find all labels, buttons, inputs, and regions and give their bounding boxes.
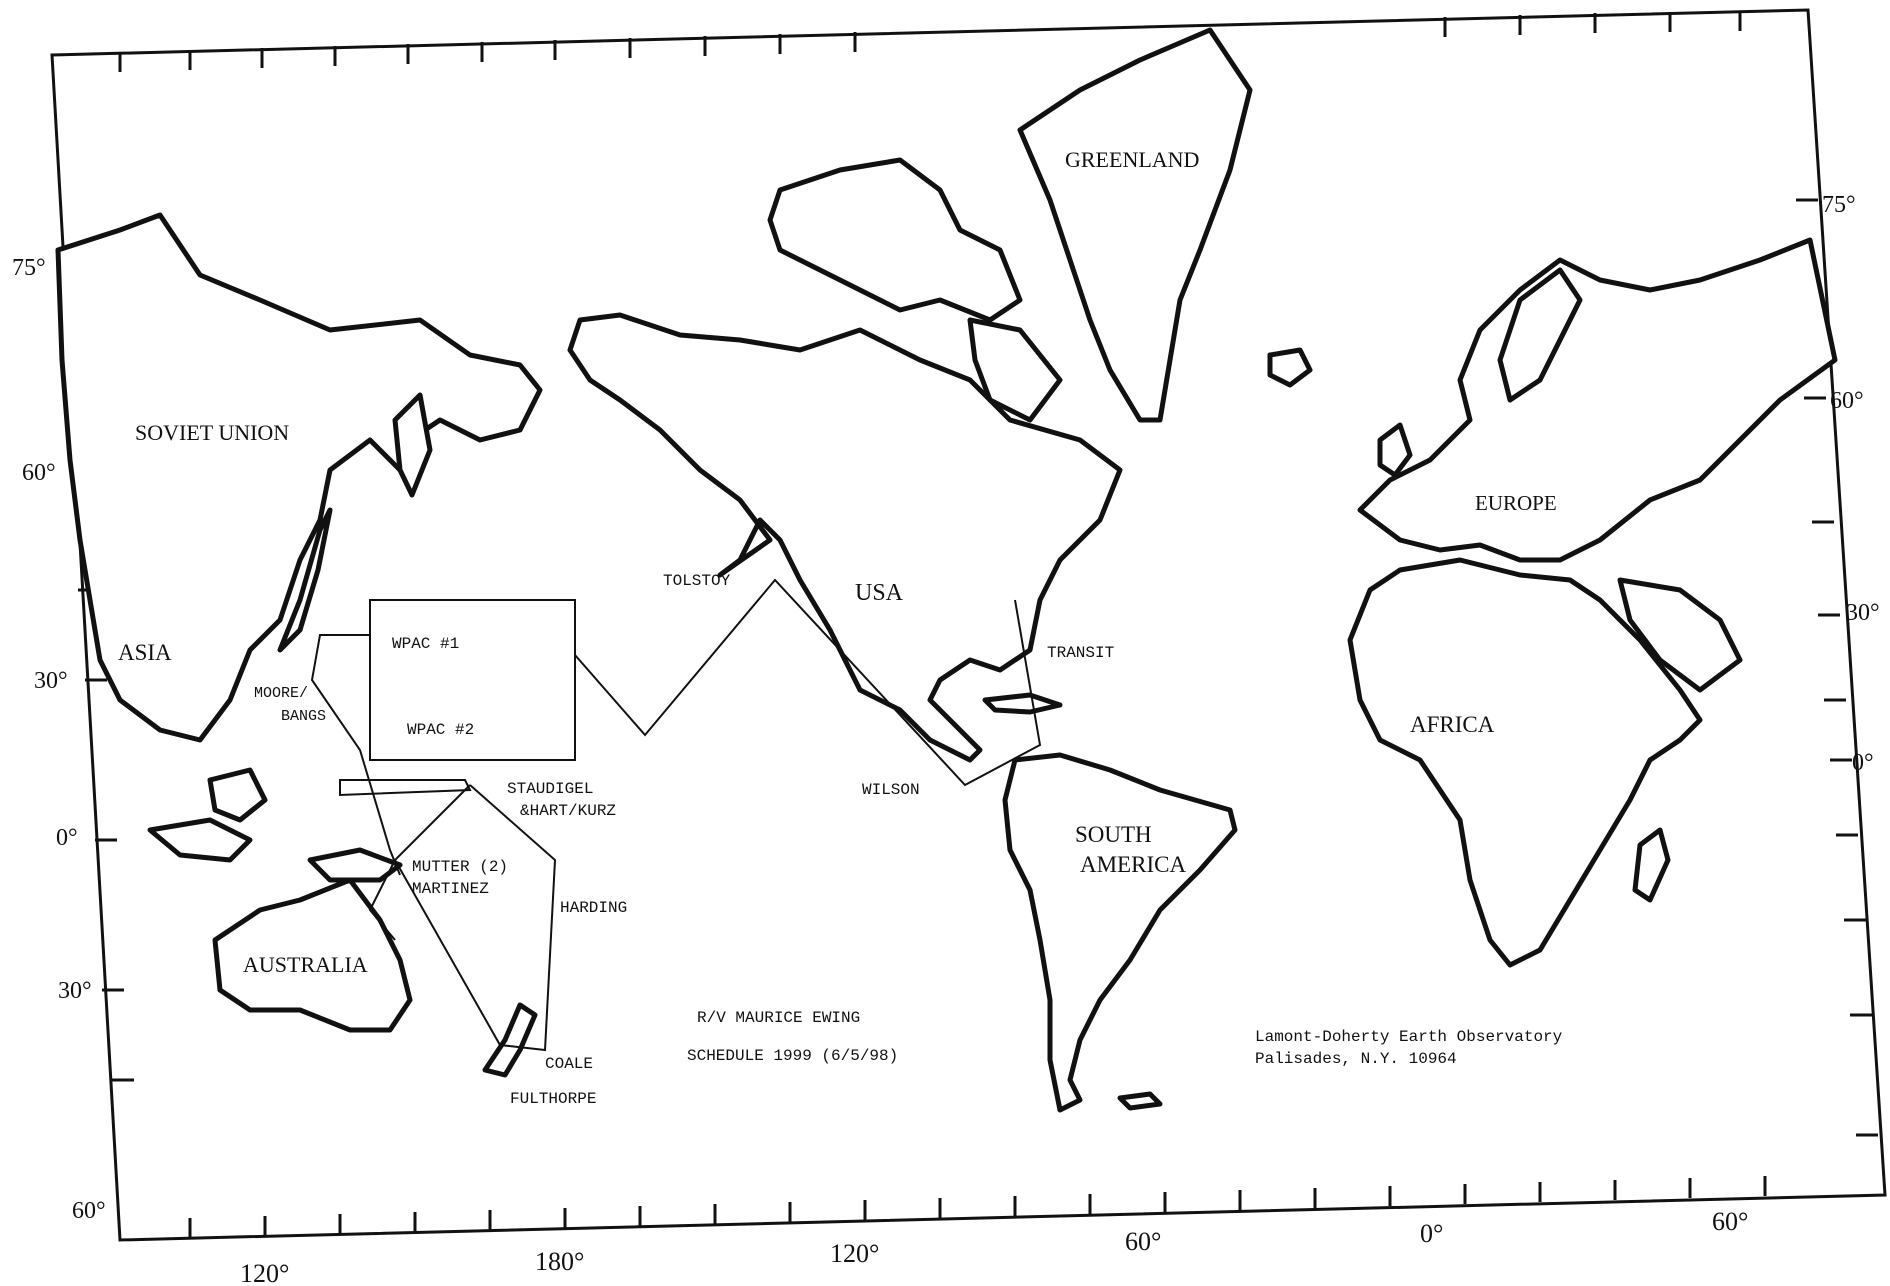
lon-bottom-0: 120° [240, 1259, 289, 1286]
lat-right-3: 0° [1852, 750, 1874, 776]
lon-bottom-3: 60° [1125, 1227, 1161, 1256]
lat-left-2: 30° [34, 668, 68, 694]
japan [277, 507, 333, 653]
label-wilson: WILSON [862, 781, 920, 799]
latitude-labels-right: 75° 60° 30° 0° [1822, 192, 1880, 776]
label-staudigel: STAUDIGEL [507, 780, 593, 798]
lat-right-1: 60° [1830, 388, 1864, 414]
new-zealand [482, 1002, 538, 1078]
label-hart-kurz: &HART/KURZ [520, 802, 616, 820]
institution-address: Palisades, N.Y. 10964 [1255, 1050, 1457, 1068]
iceland [1267, 347, 1313, 388]
borneo [207, 767, 268, 823]
track-tolstoy [574, 578, 1042, 787]
arctic-islands [767, 157, 1023, 323]
lat-left-0: 75° [12, 255, 46, 281]
lon-bottom-2: 120° [830, 1239, 879, 1268]
label-australia: AUSTRALIA [243, 952, 368, 977]
cruise-vessel: R/V MAURICE EWING [697, 1009, 860, 1027]
scandinavia [1497, 267, 1583, 403]
label-wpac2: WPAC #2 [407, 721, 474, 739]
wpac-box [369, 599, 576, 761]
label-tolstoy: TOLSTOY [663, 572, 731, 590]
label-bangs: BANGS [281, 708, 326, 725]
label-europe: EUROPE [1475, 491, 1557, 515]
cruise-tracks [310, 578, 1042, 1052]
map-frame [50, 8, 1887, 1242]
greenland-landmass [1017, 27, 1253, 423]
label-wpac1: WPAC #1 [392, 635, 459, 653]
lat-right-0: 75° [1822, 192, 1856, 218]
latitude-labels-left: 75° 60° 30° 0° 30° 60° [12, 255, 106, 1224]
longitude-labels: 120° 180° 120° 60° 0° 60° [240, 1207, 1748, 1286]
indonesia [147, 817, 253, 863]
cruise-schedule: SCHEDULE 1999 (6/5/98) [687, 1047, 898, 1065]
label-fulthorpe: FULTHORPE [510, 1090, 596, 1108]
land-masses [55, 27, 1838, 1113]
label-mutter: MUTTER (2) [412, 858, 508, 876]
region-labels: GREENLAND SOVIET UNION ASIA USA EUROPE A… [118, 147, 1557, 977]
label-africa: AFRICA [1410, 712, 1495, 737]
track-wpac-link [310, 634, 401, 876]
new-guinea [307, 847, 403, 883]
track-staudigel-2 [393, 784, 557, 1052]
lat-left-4: 30° [58, 978, 92, 1004]
label-transit: TRANSIT [1047, 644, 1114, 662]
label-moore: MOORE/ [254, 685, 308, 702]
antarctic-fragment [1117, 1091, 1163, 1111]
cuba [982, 692, 1063, 715]
madagascar [1632, 827, 1671, 903]
lat-left-5: 60° [72, 1198, 106, 1224]
label-greenland: GREENLAND [1065, 147, 1199, 172]
australia-landmass [212, 877, 413, 1033]
asia-landmass [55, 212, 543, 743]
arabia [1617, 577, 1743, 693]
lat-left-3: 0° [56, 825, 78, 851]
label-asia: ASIA [118, 640, 172, 665]
institution-name: Lamont-Doherty Earth Observatory [1255, 1028, 1563, 1046]
track-staudigel [339, 779, 472, 797]
lon-bottom-1: 180° [535, 1247, 584, 1276]
map-captions: R/V MAURICE EWING SCHEDULE 1999 (6/5/98)… [687, 1009, 1563, 1068]
top-ticks [118, 11, 1742, 72]
europe-landmass [1357, 237, 1838, 563]
lon-bottom-5: 60° [1712, 1207, 1748, 1236]
lat-left-1: 60° [22, 460, 56, 486]
north-america-landmass [567, 312, 1123, 763]
label-coale: COALE [545, 1055, 593, 1073]
lat-right-2: 30° [1846, 600, 1880, 626]
leg-labels: TOLSTOY TRANSIT WILSON WPAC #1 WPAC #2 M… [254, 572, 1114, 1108]
baffin-island [967, 317, 1063, 423]
label-south-america-1: SOUTH [1075, 822, 1152, 847]
label-south-america-2: AMERICA [1080, 852, 1186, 877]
label-usa: USA [855, 580, 904, 606]
track-mutter [368, 859, 396, 941]
label-martinez: MARTINEZ [412, 880, 489, 898]
british-isles [1377, 422, 1413, 478]
label-soviet-union: SOVIET UNION [135, 420, 289, 445]
bottom-ticks [188, 1176, 1767, 1238]
kamchatka [392, 392, 433, 498]
lon-bottom-4: 0° [1420, 1219, 1443, 1248]
label-harding: HARDING [560, 899, 627, 917]
south-america-landmass [1002, 752, 1238, 1113]
africa-landmass [1347, 557, 1703, 968]
